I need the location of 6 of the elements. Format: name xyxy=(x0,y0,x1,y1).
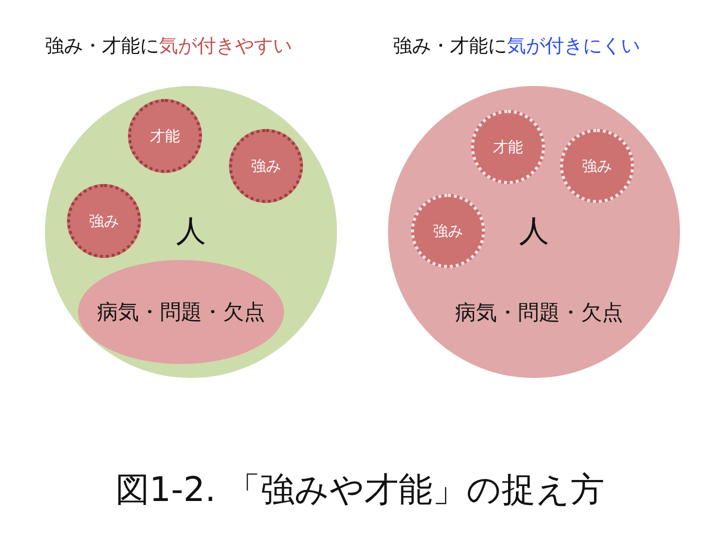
label: 病気・問題・欠点 xyxy=(455,302,623,324)
center-label: 人 xyxy=(519,217,549,247)
heading: 強み・才能に気が付きにくい xyxy=(393,37,640,56)
heading: 強み・才能に気が付きやすい xyxy=(45,37,292,56)
center-label: 人 xyxy=(176,217,206,247)
caption: 図1-2. 「強みや才能」の捉え方 xyxy=(115,473,605,507)
